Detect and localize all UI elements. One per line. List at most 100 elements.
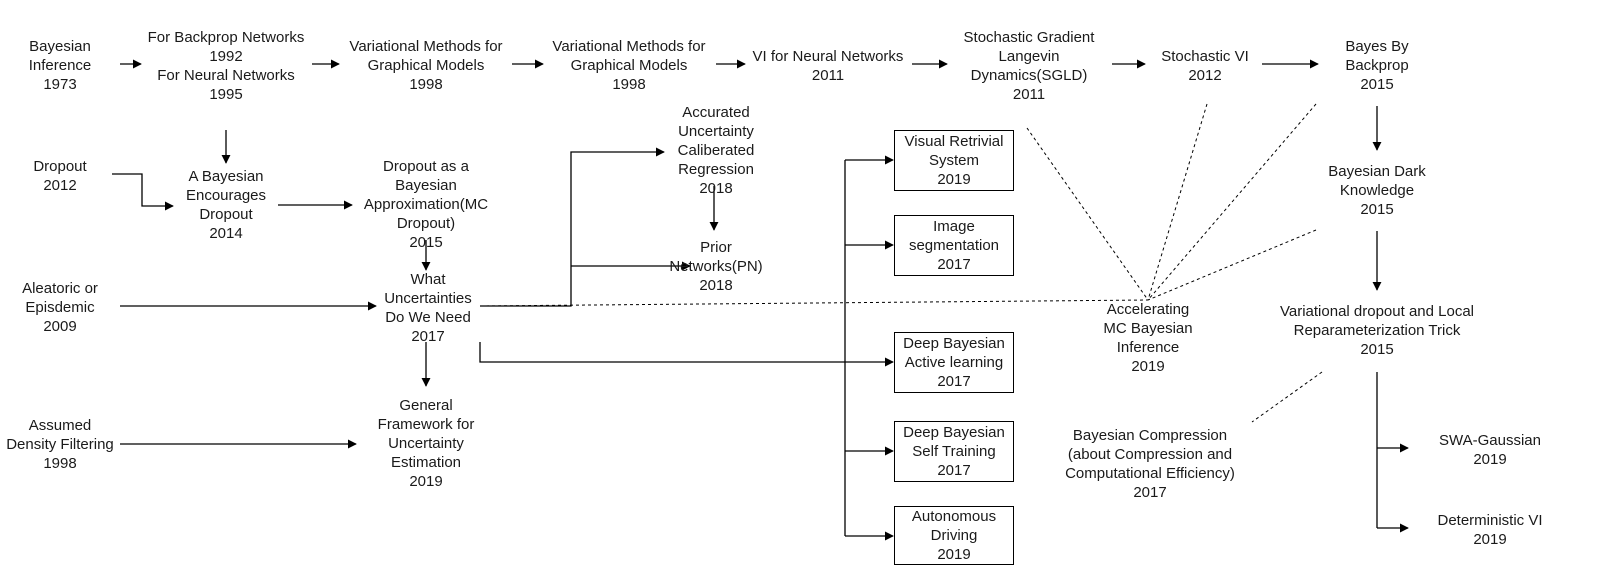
- node-label-line: Bayesian: [29, 38, 91, 55]
- node-label-line: Computational Efficiency): [1065, 465, 1235, 482]
- node-label-line: 2019: [409, 473, 443, 490]
- node-label-line: Langevin: [998, 48, 1060, 65]
- node-label-line: Bayes By: [1345, 38, 1409, 55]
- node-label-line: Knowledge: [1339, 182, 1415, 199]
- node-label-line: 2009: [43, 318, 77, 335]
- node-label-line: 2012: [43, 177, 77, 194]
- node-label-line: Autonomous: [911, 508, 997, 525]
- dashed-what-to-accelerating: [479, 299, 1149, 307]
- node-label-line: Active learning: [904, 354, 1004, 371]
- node-swa-gaussian: SWA-Gaussian 2019: [1430, 431, 1550, 469]
- node-label-line: 2015: [409, 234, 443, 251]
- node-label-line: Deep Bayesian: [903, 424, 1005, 441]
- node-label-line: For Neural Networks: [157, 67, 295, 84]
- node-label-line: For Backprop Networks: [147, 29, 305, 46]
- node-label-line: 2019: [937, 171, 971, 188]
- node-label-line: Caliberated: [677, 142, 755, 159]
- node-label-line: Bayesian: [395, 177, 457, 194]
- node-label-line: 1998: [612, 76, 646, 93]
- node-label-line: Graphical Models: [367, 57, 485, 74]
- node-label-line: 2012: [1188, 67, 1222, 84]
- node-label-line: MC Bayesian: [1103, 320, 1193, 337]
- node-label-line: 2015: [1360, 201, 1394, 218]
- node-label-line: 2015: [1360, 76, 1394, 93]
- node-label-line: Prior: [700, 239, 732, 256]
- node-label-line: Framework for: [377, 416, 475, 433]
- node-label-line: Deep Bayesian: [903, 335, 1005, 352]
- node-label-line: Estimation: [390, 454, 462, 471]
- node-label-line: 2014: [209, 225, 243, 242]
- node-label-line: 2011: [811, 67, 845, 84]
- node-label-line: Bayesian Dark: [1328, 163, 1426, 180]
- node-label-line: Approximation(MC: [363, 196, 489, 213]
- node-label-line: 2019: [1473, 451, 1507, 468]
- node-label-line: SWA-Gaussian: [1439, 432, 1541, 449]
- node-label-line: Accelerating: [1106, 301, 1190, 318]
- node-label-line: Visual Retrivial: [904, 133, 1004, 150]
- node-label-line: Variational dropout and Local: [1279, 303, 1475, 320]
- node-bayesian-compression: Bayesian Compression(about Compression a…: [1050, 426, 1250, 502]
- node-label-line: Encourages: [185, 187, 267, 204]
- node-label-line: segmentation: [908, 237, 1000, 254]
- node-label-line: 1973: [43, 76, 77, 93]
- node-label-line: Accurated: [682, 104, 750, 121]
- node-label-line: Uncertainty: [388, 435, 464, 452]
- arrow-what-to-accurated: [480, 147, 665, 307]
- node-label-line: Deterministic VI: [1437, 512, 1543, 529]
- node-label-line: A Bayesian: [188, 168, 264, 185]
- node-label-line: Graphical Models: [570, 57, 688, 74]
- node-label-line: Density Filtering: [6, 436, 114, 453]
- node-label-line: System: [928, 152, 979, 169]
- node-label-line: Aleatoric or: [22, 280, 98, 297]
- node-label-line: Dropout): [396, 215, 456, 232]
- node-label-line: Inference: [28, 57, 92, 74]
- dashed-bbb-to-accelerating: [1147, 103, 1317, 301]
- node-label-line: Dropout as a: [383, 158, 469, 175]
- node-label-line: Reparameterization Trick: [1293, 322, 1461, 339]
- node-label-line: Uncertainties: [384, 290, 472, 307]
- node-label-line: 2019: [1131, 358, 1165, 375]
- node-label-line: Driving: [930, 527, 978, 544]
- node-label-line: 1995: [209, 86, 243, 103]
- node-label-line: 1998: [43, 455, 77, 472]
- node-label-line: VI for Neural Networks: [752, 48, 904, 65]
- node-label-line: Uncertainty: [678, 123, 754, 140]
- node-label-line: Dynamics(SGLD): [970, 67, 1088, 84]
- dashed-vardrop-to-compression: [1251, 371, 1323, 423]
- node-label-line: Bayesian Compression: [1072, 427, 1228, 444]
- dashed-stochvi-to-accelerating: [1147, 103, 1208, 301]
- node-label-line: 1992: [209, 48, 243, 65]
- node-label-line: Image: [933, 218, 975, 235]
- node-label-line: 2017: [937, 373, 971, 390]
- node-label-line: Dropout: [199, 206, 253, 223]
- node-label-line: 2019: [937, 546, 971, 563]
- box-image-segmentation: Image segmentation 2017: [894, 215, 1014, 276]
- dashed-sgld-to-accelerating: [1026, 127, 1149, 301]
- node-label-line: 2018: [699, 180, 733, 197]
- node-label-line: Self Training: [912, 443, 996, 460]
- node-label-line: 2015: [1360, 341, 1394, 358]
- node-vi-neural-networks: VI for Neural Networks 2011: [744, 47, 912, 85]
- node-label-line: Stochastic Gradient: [963, 29, 1095, 46]
- node-label-line: 2017: [937, 256, 971, 273]
- node-label-line: Variational Methods for: [552, 38, 706, 55]
- node-label-line: Assumed: [28, 417, 92, 434]
- node-label-line: 1998: [409, 76, 443, 93]
- node-label-line: Regression: [678, 161, 754, 178]
